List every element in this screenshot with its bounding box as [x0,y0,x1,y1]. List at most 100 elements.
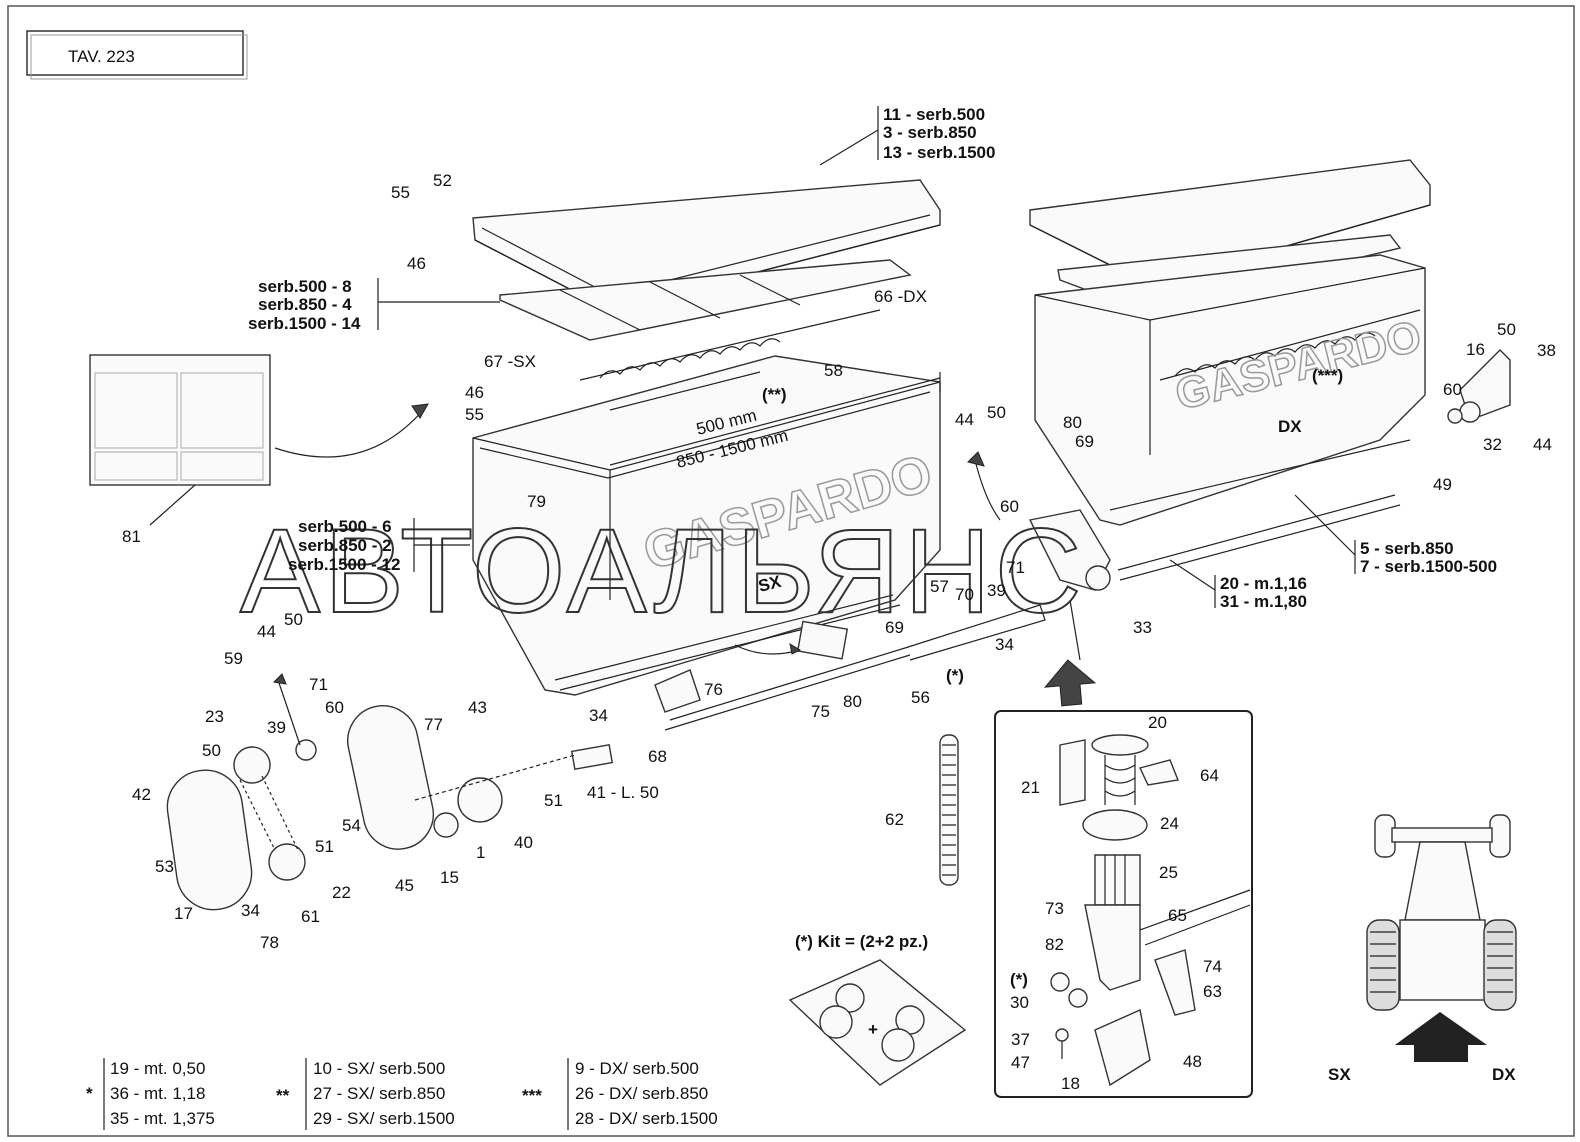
left-grid [499,259,912,341]
part-label: 25 [1159,863,1178,882]
legend-row: 10 - SX/ serb.500 [313,1059,445,1078]
watermark: АВТОАЛЬЯНС [240,504,1085,638]
right-hopper: GASPARDO DX [1029,159,1431,581]
part-label: 64 [1200,766,1219,785]
spacer-block [570,744,614,770]
part-label: 71 [1006,558,1025,577]
part-label: 54 [342,816,361,835]
part-label: 22 [332,883,351,902]
detail-gasket-64 [1139,759,1179,786]
part-label: 47 [1011,1053,1030,1072]
part-label: 34 [995,635,1014,654]
part-label: 68 [648,747,667,766]
part-label: 16 [1466,340,1485,359]
cam-disc [457,777,503,823]
part-label: 21 [1021,778,1040,797]
detail-rotor-25 [1094,854,1141,906]
part-label: 39 [987,581,1006,600]
left-hopper: GASPARDO SX [472,179,1046,731]
part-label: 75 [811,702,830,721]
part-label: 53 [155,857,174,876]
svg-text:serb.850 - 2: serb.850 - 2 [298,536,392,555]
clip-76 [654,669,701,713]
part-label: (*) [1010,970,1028,989]
part-label: 33 [1133,618,1152,637]
part-label: 52 [433,171,452,190]
svg-text:7 - serb.1500-500: 7 - serb.1500-500 [1360,557,1497,576]
part-label: 74 [1203,957,1222,976]
part-label: 78 [260,933,279,952]
callout-right-a: 5 - serb.850 7 - serb.1500-500 [1294,494,1497,576]
legend: * 19 - mt. 0,50 36 - mt. 1,18 35 - mt. 1… [86,1058,718,1130]
part-label: 41 - L. 50 [587,783,659,802]
title-text: TAV. 223 [68,47,135,66]
part-label: 61 [301,907,320,926]
part-label: 50 [202,741,221,760]
chain-cover [166,769,253,911]
part-label: 23 [205,707,224,726]
part-label: 71 [309,675,328,694]
part-label: 79 [527,492,546,511]
part-label: 55 [465,405,484,424]
detail-body-73 [1084,904,1141,991]
part-label: 60 [1443,380,1462,399]
part-label: 55 [391,183,410,202]
part-label: 69 [1075,432,1094,451]
part-label: 70 [955,585,974,604]
part-label: 67 -SX [484,352,536,371]
legend-row: 28 - DX/ serb.1500 [575,1109,718,1128]
part-label: 39 [267,718,286,737]
part-label: 60 [325,698,344,717]
part-label: 73 [1045,899,1064,918]
part-label: 1 [476,843,485,862]
legend-row: 9 - DX/ serb.500 [575,1059,699,1078]
part-label: 18 [1061,1074,1080,1093]
part-label: 50 [284,610,303,629]
detail-cup-24 [1082,809,1148,841]
part-label: 57 [930,577,949,596]
dim-500 [609,371,761,411]
right-feeder-assembly [967,349,1511,707]
part-label: 63 [1203,982,1222,1001]
part-label: 20 [1148,713,1167,732]
part-label: 58 [824,361,843,380]
part-label: 44 [257,622,276,641]
callout-grid: serb.500 - 8 serb.850 - 4 serb.1500 - 14 [248,277,500,333]
part-label: 62 [885,810,904,829]
part-label: 60 [1000,497,1019,516]
kit-illustration: + [788,959,967,1086]
svg-text:31 - m.1,80: 31 - m.1,80 [1220,592,1307,611]
part-label: 51 [315,837,334,856]
part-label: 37 [1011,1030,1030,1049]
center-loose-parts [274,403,959,886]
part-label: 77 [424,715,443,734]
callout-right-b: 20 - m.1,16 31 - m.1,80 [1169,559,1307,611]
part-label: 45 [395,876,414,895]
part-label: 30 [1010,993,1029,1012]
kit-note: (*) Kit = (2+2 pz.) [795,932,928,951]
svg-text:serb.1500 - 12: serb.1500 - 12 [288,555,400,574]
part-label: 17 [174,904,193,923]
part-label: 15 [440,868,459,887]
legend-row: 29 - SX/ serb.1500 [313,1109,455,1128]
part-label: 59 [224,649,243,668]
part-label: 50 [987,403,1006,422]
part-label: (**) [762,385,787,404]
legend-mark: ** [276,1086,290,1105]
part-label: 46 [407,254,426,273]
right-box [1034,254,1426,526]
part-label: 80 [1063,413,1082,432]
detail-box [994,710,1253,1098]
tractor-left-label: SX [1328,1065,1351,1084]
part-label: 82 [1045,935,1064,954]
right-box-label: DX [1278,417,1302,436]
left-box [472,355,941,696]
mount-plate-75 [796,620,849,660]
part-label: 43 [468,698,487,717]
part-label: 81 [122,527,141,546]
part-label: 38 [1537,341,1556,360]
part-label: 65 [1168,906,1187,925]
legend-row: 36 - mt. 1,18 [110,1084,205,1103]
detail-knob-20 [1091,734,1149,756]
